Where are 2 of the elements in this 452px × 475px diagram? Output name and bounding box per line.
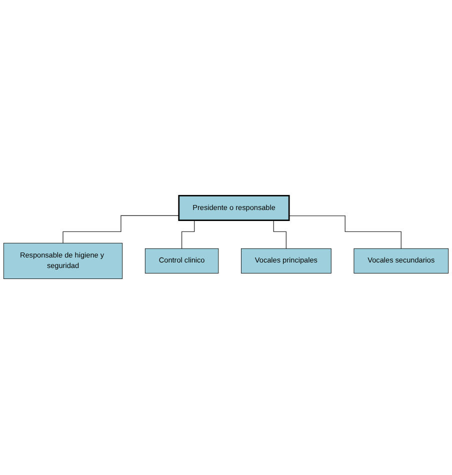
- connector: [288, 216, 402, 250]
- connector: [62, 216, 180, 244]
